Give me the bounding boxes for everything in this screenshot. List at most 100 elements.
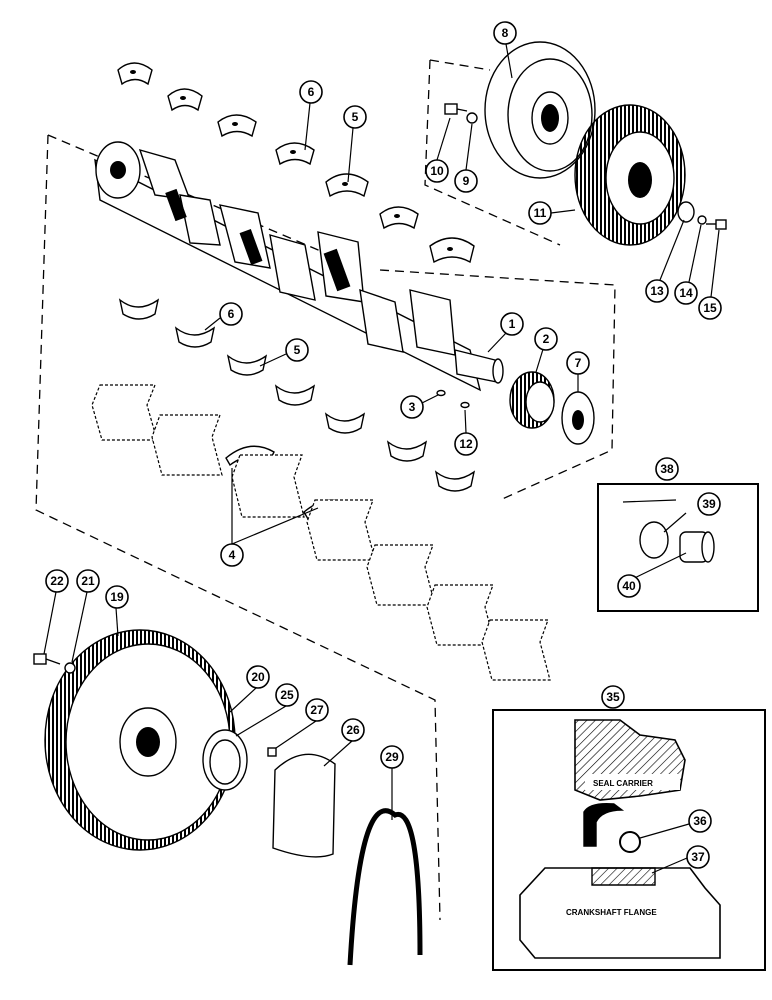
callout-4: 4 [220, 543, 244, 567]
seal-carrier-label: SEAL CARRIER [593, 779, 653, 788]
svg-text:4: 4 [229, 548, 236, 562]
callout-5a: 5 [343, 105, 367, 129]
callout-19: 19 [105, 585, 129, 609]
callout-11: 11 [528, 201, 552, 225]
wear-sleeve-section [591, 867, 656, 886]
bearing-shell [174, 326, 216, 348]
callout-40: 40 [617, 574, 641, 598]
svg-text:5: 5 [352, 110, 359, 124]
callout-6b: 6 [219, 302, 243, 326]
bearing-shell [117, 62, 153, 86]
svg-text:29: 29 [385, 750, 399, 764]
callout-22: 22 [45, 569, 69, 593]
callout-9: 9 [454, 169, 478, 193]
flywheel-bolt [33, 653, 61, 665]
callout-14: 14 [674, 281, 698, 305]
svg-text:8: 8 [502, 26, 509, 40]
callout-12: 12 [454, 432, 478, 456]
callout-38: 38 [655, 457, 679, 481]
lower-main-bearing-shells [118, 298, 476, 492]
bearing-shell [226, 354, 268, 376]
bearing-cap [366, 544, 436, 606]
svg-text:12: 12 [459, 437, 473, 451]
bearing-shell [275, 142, 315, 166]
bearing-shell [386, 440, 428, 462]
woodruff-key [460, 401, 470, 409]
callout-3: 3 [400, 395, 424, 419]
callout-10: 10 [425, 159, 449, 183]
svg-text:25: 25 [280, 688, 294, 702]
detail-panel-35: SEAL CARRIER CRANKSHAFT FLANGE [492, 709, 766, 971]
callout-37: 37 [686, 845, 710, 869]
callout-1: 1 [500, 312, 524, 336]
callout-7: 7 [566, 351, 590, 375]
callout-27: 27 [305, 698, 329, 722]
bearing-shell [434, 470, 476, 492]
rear-gasket [347, 808, 423, 966]
crankshaft-pulley [484, 41, 596, 179]
main-bearing-caps [91, 384, 551, 681]
svg-text:26: 26 [346, 723, 360, 737]
vibration-damper [574, 104, 686, 246]
crankshaft [94, 141, 504, 392]
damper-bolt [444, 103, 468, 115]
callout-25: 25 [275, 683, 299, 707]
svg-text:1: 1 [509, 317, 516, 331]
bearing-shell [118, 298, 160, 320]
bushing [639, 521, 669, 559]
front-oil-seal [561, 391, 595, 445]
bearing-shell [379, 206, 419, 230]
callout-13: 13 [645, 279, 669, 303]
bearing-cap [231, 454, 305, 518]
svg-text:6: 6 [308, 85, 315, 99]
svg-text:6: 6 [228, 307, 235, 321]
svg-text:5: 5 [294, 343, 301, 357]
crankshaft-gear [509, 371, 555, 429]
svg-text:11: 11 [534, 206, 547, 220]
pulley-bolt [706, 219, 727, 230]
crankshaft-flange-label: CRANKSHAFT FLANGE [566, 908, 657, 917]
lock-washer [697, 215, 707, 225]
svg-text:19: 19 [110, 590, 124, 604]
svg-text:20: 20 [251, 670, 265, 684]
bearing-cap [91, 384, 158, 441]
callout-8: 8 [493, 21, 517, 45]
bearing-shell [325, 173, 369, 198]
rear-seal-housing [272, 753, 336, 858]
flywheel-washer [64, 662, 76, 674]
crankshaft-assembly-outline [35, 134, 616, 921]
bearing-shell [429, 237, 475, 264]
rear-seal-housing-bolt [267, 747, 277, 757]
bearing-shell [167, 88, 203, 112]
bearing-cap [151, 414, 223, 476]
bearing-cap [481, 619, 551, 681]
svg-text:38: 38 [660, 462, 674, 476]
damper-assembly-outline [424, 59, 561, 246]
upper-main-bearing-shells [117, 62, 475, 264]
rear-oil-seal [202, 729, 248, 791]
callout-20: 20 [246, 665, 270, 689]
svg-text:15: 15 [703, 301, 717, 315]
flywheel [44, 629, 236, 851]
callout-35: 35 [601, 685, 625, 709]
svg-text:27: 27 [310, 703, 324, 717]
svg-text:35: 35 [606, 690, 620, 704]
callout-36: 36 [688, 809, 712, 833]
svg-text:2: 2 [543, 332, 550, 346]
leader-lines [43, 43, 720, 874]
svg-text:13: 13 [650, 284, 664, 298]
svg-text:21: 21 [81, 574, 95, 588]
damper-washer [466, 112, 478, 124]
bearing-shell [274, 384, 316, 406]
svg-text:40: 40 [622, 579, 636, 593]
svg-text:36: 36 [693, 814, 707, 828]
svg-text:22: 22 [50, 574, 64, 588]
svg-text:10: 10 [430, 164, 444, 178]
callout-6a: 6 [299, 80, 323, 104]
callout-15: 15 [698, 296, 722, 320]
woodruff-key [436, 389, 446, 397]
bearing-cap [306, 499, 376, 561]
callout-21: 21 [76, 569, 100, 593]
bearing-shell [217, 114, 257, 138]
lip-seal-section [583, 802, 625, 847]
